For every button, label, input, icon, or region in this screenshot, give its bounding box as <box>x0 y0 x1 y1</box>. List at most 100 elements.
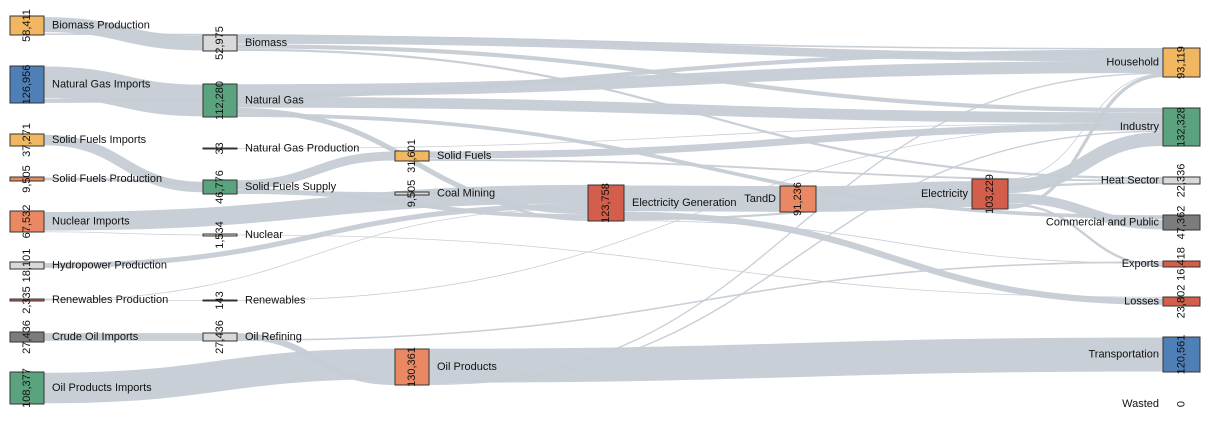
node-crude-oil-imports[interactable]: 27,436 Crude Oil Imports <box>9 320 139 354</box>
link-coal_mining-to-electricity_generation <box>428 192 589 222</box>
node-label: Renewables <box>245 295 306 307</box>
node-rect[interactable] <box>9 65 45 104</box>
node-rect[interactable] <box>1162 260 1201 268</box>
node-rect[interactable] <box>394 150 430 162</box>
node-rect[interactable] <box>9 176 45 182</box>
link-electricity_generation-to-tandd <box>623 185 781 212</box>
node-value: 2,335 <box>21 286 33 314</box>
node-label: Wasted <box>1122 398 1159 410</box>
node-rect[interactable] <box>9 298 45 302</box>
node-rect[interactable] <box>1162 214 1201 231</box>
link-solid_fuels_supply-to-solid_fuels <box>236 151 396 190</box>
node-value: 33 <box>214 142 226 154</box>
node-rect[interactable] <box>394 348 430 386</box>
node-label: Industry <box>1120 121 1160 133</box>
node-rect[interactable] <box>9 261 45 270</box>
node-label: Coal Mining <box>437 188 495 200</box>
link-electricity-to-household <box>1007 73 1164 209</box>
node-label: Crude Oil Imports <box>52 331 139 343</box>
node-value: 58,411 <box>21 9 33 42</box>
node-rect[interactable] <box>1162 47 1201 78</box>
node-industry[interactable]: 132,328 Industry <box>1120 107 1201 147</box>
node-rect[interactable] <box>1162 296 1201 307</box>
node-rect[interactable] <box>9 210 45 233</box>
link-renewables-to-industry <box>236 122 1164 301</box>
node-value: 27,436 <box>214 320 226 354</box>
node-rect[interactable] <box>779 185 817 213</box>
node-label: Losses <box>1124 296 1159 308</box>
node-value: 1,534 <box>214 221 226 249</box>
node-rect[interactable] <box>587 184 625 222</box>
node-rect[interactable] <box>202 233 238 237</box>
node-rect[interactable] <box>9 133 45 147</box>
node-label: Commercial and Public <box>1046 217 1160 229</box>
node-value: 16,418 <box>1176 247 1188 281</box>
node-rect[interactable] <box>1162 336 1201 373</box>
link-electricity-to-commercial_and_public <box>1007 193 1164 230</box>
node-rect[interactable] <box>202 179 238 195</box>
node-label: Hydropower Production <box>52 260 167 272</box>
node-value: 27,436 <box>21 320 33 354</box>
node-value: 46,776 <box>214 170 226 204</box>
node-hydropower-production[interactable]: 18,101 Hydropower Production <box>9 249 167 283</box>
node-label: Exports <box>1122 258 1160 270</box>
node-label: TandD <box>744 193 776 205</box>
link-electricity-to-exports <box>1007 203 1164 267</box>
link-solid_fuels_supply-to-electricity_generation <box>236 189 589 219</box>
node-rect[interactable] <box>202 147 238 150</box>
node-rect[interactable] <box>971 178 1009 210</box>
node-value: 108,377 <box>21 368 33 408</box>
node-rect[interactable] <box>9 15 45 36</box>
link-natural_gas_production-to-industry <box>236 122 1164 149</box>
node-label: Transportation <box>1088 349 1159 361</box>
node-value: 130,361 <box>406 347 418 387</box>
node-value: 120,561 <box>1176 335 1188 375</box>
node-label: Nuclear Imports <box>52 216 130 228</box>
node-value: 52,975 <box>214 26 226 60</box>
node-value: 132,328 <box>1176 107 1188 147</box>
link-nuclear-to-losses <box>236 234 1164 298</box>
node-rect[interactable] <box>202 83 238 118</box>
node-transportation[interactable]: 120,561 Transportation <box>1088 335 1201 375</box>
node-rect[interactable] <box>1162 176 1201 185</box>
node-rect[interactable] <box>1162 107 1201 147</box>
node-label: Natural Gas Imports <box>52 79 151 91</box>
node-value: 103,229 <box>984 174 996 214</box>
node-value: 18,101 <box>21 249 33 283</box>
node-rect[interactable] <box>202 34 238 52</box>
node-rect[interactable] <box>9 371 45 405</box>
node-rect[interactable] <box>9 331 45 343</box>
node-rect[interactable] <box>394 191 430 196</box>
node-value: 22,336 <box>1176 164 1188 198</box>
node-rect[interactable] <box>202 332 238 342</box>
node-value: 9,505 <box>406 180 418 208</box>
node-coal-mining[interactable]: 9,505 Coal Mining <box>394 180 495 208</box>
node-exports[interactable]: 16,418 Exports <box>1122 247 1201 281</box>
node-rect[interactable] <box>202 299 238 302</box>
